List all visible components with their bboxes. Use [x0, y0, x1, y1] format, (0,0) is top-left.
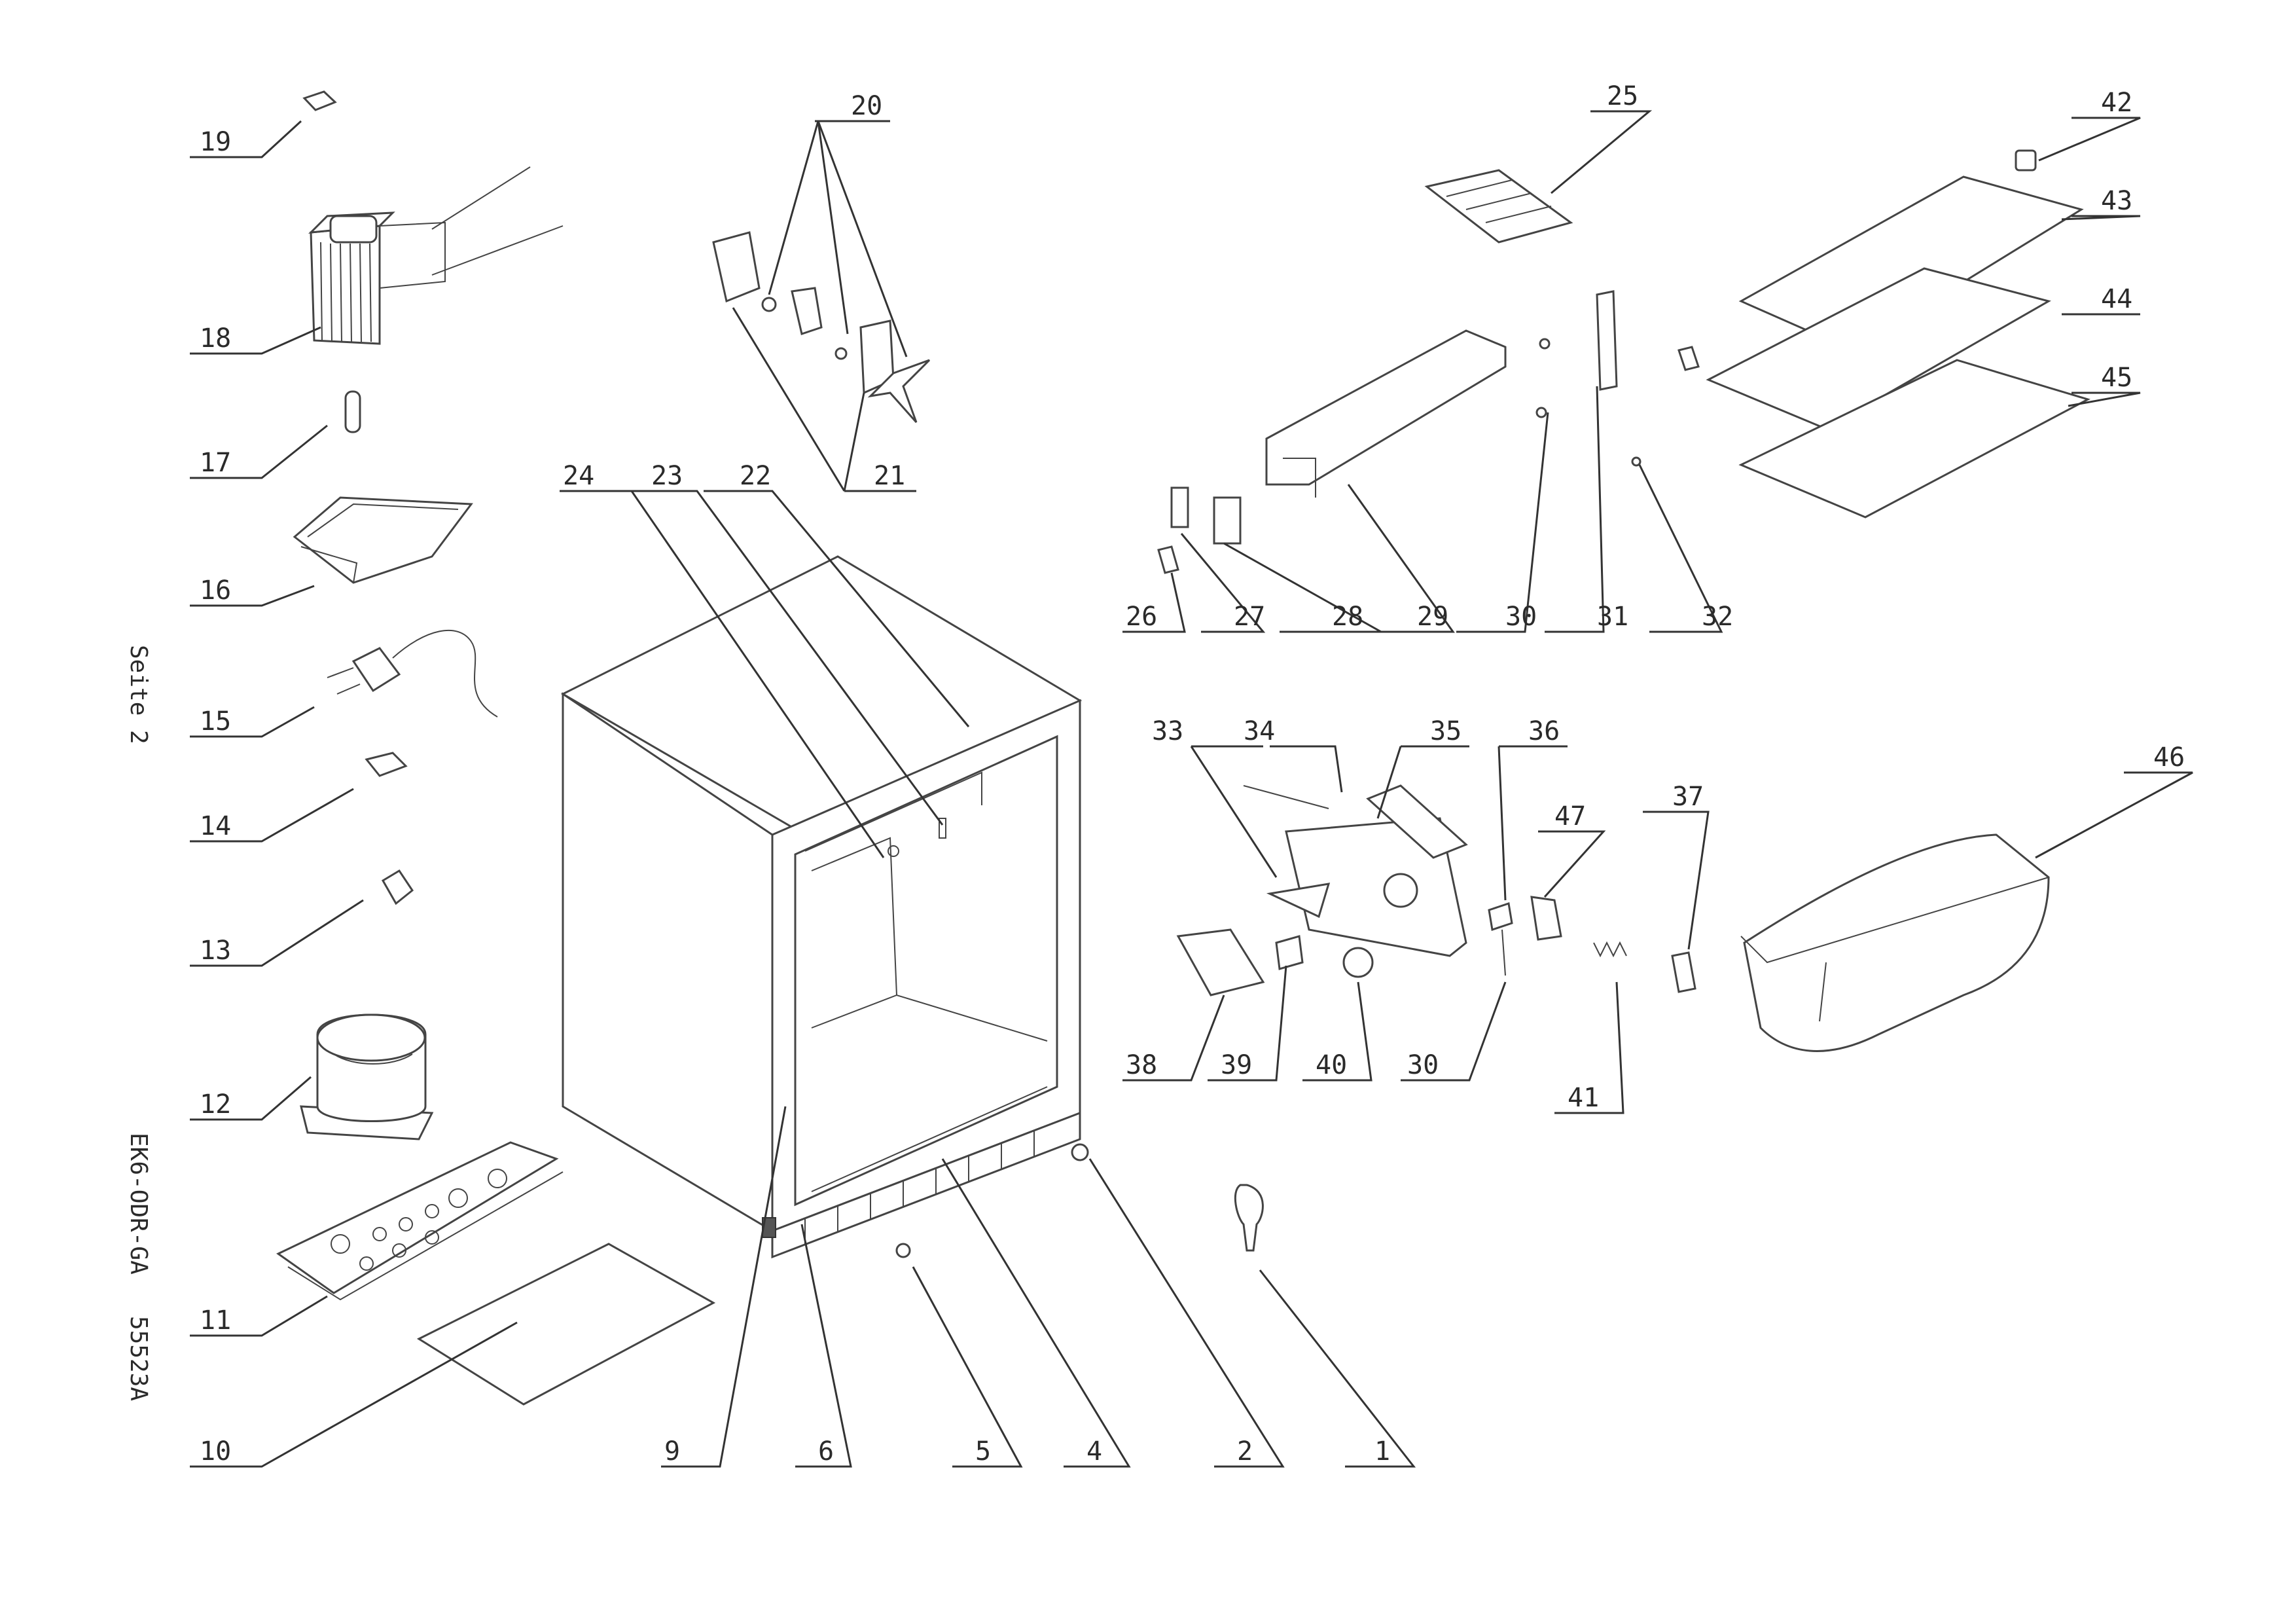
label-19: 19 [200, 127, 231, 157]
part-42-45-shelves [1677, 149, 2090, 519]
label-11: 11 [200, 1305, 231, 1336]
label-41: 41 [1568, 1083, 1599, 1113]
label-20: 20 [851, 91, 882, 121]
label-35: 35 [1430, 716, 1462, 746]
part-16-housing [293, 496, 473, 584]
label-34: 34 [1244, 716, 1275, 746]
part-12-compressor [300, 1013, 434, 1140]
label-10: 10 [200, 1436, 231, 1467]
label-17: 17 [200, 448, 231, 478]
part-46-drawer [1740, 833, 2050, 1052]
part-14 [365, 752, 408, 777]
part-20-21-fan-assembly [712, 231, 931, 423]
label-14: 14 [200, 811, 231, 841]
label-9: 9 [664, 1436, 680, 1467]
part-1 [1234, 1184, 1264, 1252]
part-labels: 19 18 17 16 15 14 13 12 11 10 9 6 5 4 2 … [200, 81, 2185, 1467]
label-33: 33 [1152, 716, 1183, 746]
label-5: 5 [975, 1436, 991, 1467]
part-5 [895, 1243, 911, 1258]
part-13 [381, 869, 414, 905]
label-38: 38 [1126, 1050, 1157, 1080]
label-18: 18 [200, 323, 231, 354]
label-1: 1 [1374, 1436, 1390, 1467]
label-21: 21 [874, 461, 905, 491]
label-42: 42 [2101, 88, 2132, 118]
label-12: 12 [200, 1089, 231, 1120]
label-13: 13 [200, 936, 231, 966]
label-40: 40 [1316, 1050, 1347, 1080]
label-28: 28 [1332, 602, 1363, 632]
part-18-condenser [308, 166, 564, 345]
label-15: 15 [200, 706, 231, 737]
leader-lines [190, 110, 2193, 1468]
label-47: 47 [1554, 801, 1586, 831]
part-2 [1071, 1143, 1089, 1161]
model-label: EK6-ODR-GA [125, 1133, 152, 1275]
label-16: 16 [200, 575, 231, 606]
main-cabinet [560, 555, 1083, 1259]
label-26: 26 [1126, 602, 1157, 632]
label-30a: 30 [1505, 602, 1537, 632]
label-32: 32 [1702, 602, 1733, 632]
label-39: 39 [1221, 1050, 1252, 1080]
part-26-32-freezer-door [1157, 290, 1641, 574]
part-19 [302, 90, 337, 111]
code-label: 55523A [125, 1316, 152, 1401]
label-46: 46 [2153, 742, 2185, 773]
label-23: 23 [651, 461, 683, 491]
label-2: 2 [1237, 1436, 1253, 1467]
label-6: 6 [818, 1436, 834, 1467]
part-11-base-tray [276, 1141, 564, 1301]
part-15-plug [327, 629, 498, 718]
label-44: 44 [2101, 284, 2132, 314]
label-27: 27 [1234, 602, 1265, 632]
label-31: 31 [1597, 602, 1628, 632]
part-10-sheet [416, 1243, 716, 1406]
part-17-lamp [344, 390, 361, 433]
label-4: 4 [1086, 1436, 1102, 1467]
part-33-41-control-assembly [1176, 784, 1696, 996]
label-29: 29 [1417, 602, 1448, 632]
label-30b: 30 [1407, 1050, 1439, 1080]
label-22: 22 [740, 461, 771, 491]
part-25-ice-tray [1424, 169, 1573, 244]
label-37: 37 [1672, 782, 1704, 812]
label-45: 45 [2101, 363, 2132, 393]
label-24: 24 [563, 461, 594, 491]
label-36: 36 [1528, 716, 1560, 746]
label-43: 43 [2101, 186, 2132, 216]
page-label: Seite 2 [125, 645, 152, 744]
label-25: 25 [1607, 81, 1638, 111]
